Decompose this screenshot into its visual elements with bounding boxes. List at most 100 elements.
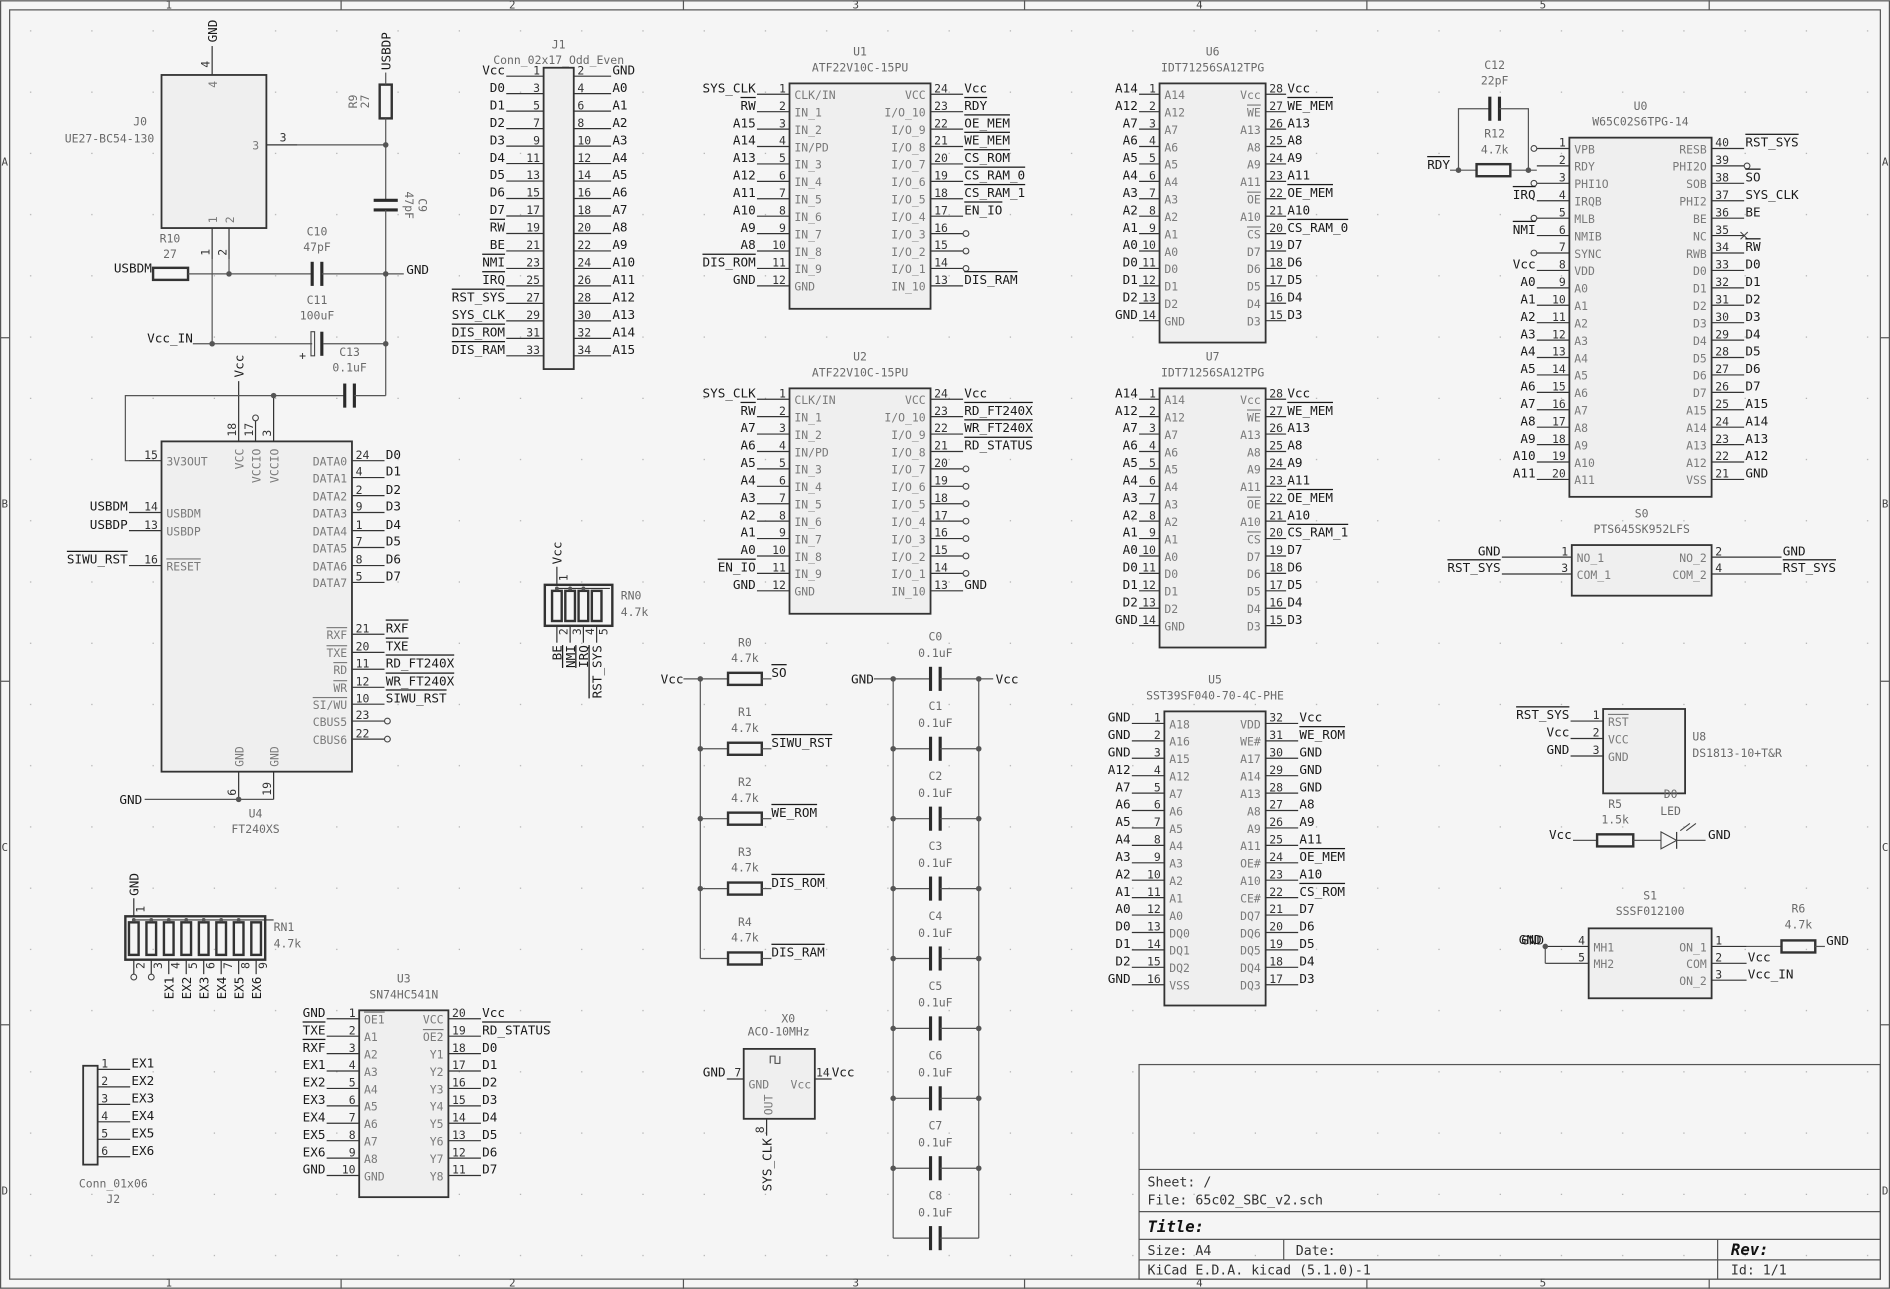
reference-designator: C4	[928, 909, 942, 923]
pin-number: 5	[1149, 151, 1156, 165]
pin-number: 28	[1269, 386, 1283, 400]
net-label: A2	[1115, 866, 1130, 881]
pin-name: A8	[364, 1152, 378, 1166]
no-connect-circle	[383, 717, 391, 725]
junction-dot	[975, 1095, 982, 1102]
net-label: Vcc	[1748, 950, 1771, 965]
net-label: USBDP	[90, 517, 128, 532]
pin-number: 5	[186, 962, 200, 969]
pin-number: 22	[1269, 491, 1283, 505]
part-value: 0.1uF	[918, 996, 953, 1010]
column-marker: 5	[1540, 1276, 1547, 1289]
pin-number: 12	[772, 578, 786, 592]
pin-number: 23	[1715, 432, 1729, 446]
junction-dot	[890, 1025, 896, 1032]
net-label: A10	[1299, 866, 1322, 881]
net-label: GND	[1547, 742, 1570, 757]
net-label: NMI	[1513, 222, 1536, 237]
pin-number: 9	[1149, 221, 1156, 235]
net-label: Vcc	[231, 355, 246, 378]
net-label: D7	[1299, 901, 1314, 916]
net-label: A4	[1520, 344, 1535, 359]
sheet-id: Id: 1/1	[1731, 1263, 1787, 1278]
junction-dot	[975, 745, 982, 752]
pin-number: 23	[934, 99, 948, 113]
part-value: SSSF012100	[1616, 904, 1685, 918]
net-label: RST_SYS	[1447, 560, 1500, 575]
pin-name: IN_5	[794, 498, 822, 512]
part-value: Conn_01x06	[79, 1177, 148, 1191]
pin-name: NO_2	[1679, 551, 1707, 565]
net-label: RW	[490, 220, 506, 235]
net-label: A0	[741, 542, 756, 557]
net-label: GND	[1299, 779, 1322, 794]
pin-name: A14	[1240, 770, 1261, 784]
part-value: 27	[358, 94, 372, 108]
pin-name: A0	[1574, 282, 1588, 296]
net-label: IRQ	[576, 645, 591, 668]
net-label: GND	[703, 1065, 726, 1080]
pin-name: A0	[1169, 909, 1183, 923]
network-resistor	[180, 921, 193, 957]
net-label: A4	[741, 472, 756, 487]
net-label: A8	[1287, 133, 1302, 148]
network-resistor	[145, 921, 158, 957]
pin-name: IN_9	[794, 262, 822, 276]
pin-name: PHI2O	[1672, 160, 1707, 174]
pin-number: 28	[577, 291, 591, 305]
net-label: D0	[1745, 257, 1760, 272]
pin-name: IN_9	[794, 567, 822, 581]
net-label: D6	[482, 1144, 497, 1159]
net-label: A4	[1115, 832, 1130, 847]
pin-name: OE#	[1240, 857, 1261, 871]
net-label: A5	[1115, 814, 1130, 829]
part-value: 0.1uF	[918, 786, 953, 800]
net-label: A12	[1745, 448, 1768, 463]
net-label: A8	[1520, 413, 1535, 428]
pin-name: D0	[1164, 262, 1178, 276]
net-label: USBDM	[90, 499, 128, 514]
junction-dot	[554, 586, 559, 591]
net-label: GND	[303, 1005, 326, 1020]
pin-name: A11	[1240, 480, 1261, 494]
net-label: Vcc	[964, 80, 987, 95]
net-label: EX3	[131, 1091, 154, 1106]
net-label: A5	[1123, 150, 1138, 165]
net-label: Vcc	[550, 542, 565, 565]
net-label: CS_RAM_0	[1287, 220, 1348, 235]
net-label: A1	[612, 97, 627, 112]
pin-name: A18	[1169, 717, 1190, 731]
net-label: Vcc	[1549, 827, 1572, 842]
pin-name: I/O_10	[884, 410, 925, 424]
date-label: Date:	[1296, 1244, 1336, 1259]
pin-name: RWB	[1686, 247, 1707, 261]
pin-name: A5	[1164, 463, 1178, 477]
pin-number: 4	[199, 61, 213, 68]
pin-name: A3	[1169, 857, 1183, 871]
reference-designator: U6	[1206, 45, 1220, 59]
pin-number: 9	[1154, 850, 1161, 864]
pin-number: 9	[349, 1145, 356, 1159]
net-label: D2	[482, 1075, 497, 1090]
pin-name: IN_3	[794, 158, 822, 172]
pin-number: 3	[1149, 116, 1156, 130]
pin-number: 25	[1269, 134, 1283, 148]
net-label: D5	[490, 167, 505, 182]
pin-name: D6	[1693, 369, 1707, 383]
pin-number: 17	[1552, 414, 1566, 428]
net-label: D7	[490, 202, 505, 217]
pin-name: 1	[206, 216, 220, 223]
pin-number: 27	[1269, 798, 1283, 812]
net-label: A15	[612, 342, 635, 357]
pin-number: 18	[1269, 561, 1283, 575]
net-label: Vcc	[1287, 385, 1310, 400]
net-label: D5	[386, 534, 401, 549]
junction-dot	[568, 586, 573, 591]
part-value: 4.7k	[731, 931, 759, 945]
pin-number: 11	[1142, 256, 1156, 270]
pin-number: 19	[260, 782, 274, 796]
pin-name: Y6	[430, 1135, 444, 1149]
